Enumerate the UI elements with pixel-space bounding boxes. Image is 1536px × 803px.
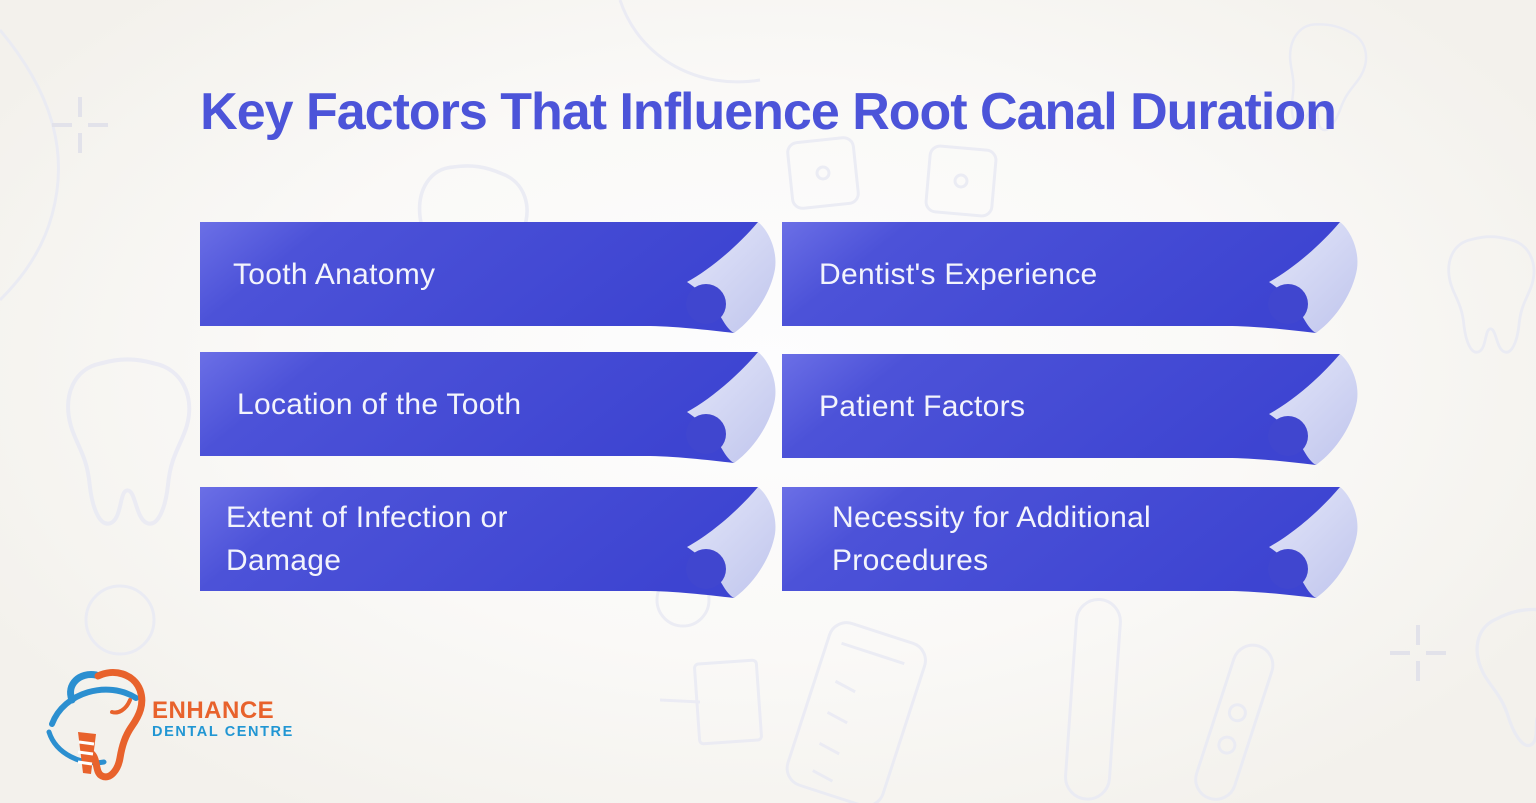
pattern-square (693, 658, 763, 746)
logo-tagline-text: DENTAL CENTRE (152, 724, 294, 740)
factor-label: Extent of Infection or (226, 501, 508, 534)
page-curl-fold (687, 487, 776, 598)
factor-label-line2: Procedures (832, 544, 989, 577)
factor-label: Location of the Tooth (237, 387, 522, 421)
factor-label-line2: Damage (226, 544, 342, 577)
factor-label: Patient Factors (819, 389, 1026, 423)
page-curl-fold (1269, 487, 1358, 598)
factor-banner-additional-procedures: Necessity for Additional Procedures (782, 485, 1362, 605)
pattern-toothbrush (1064, 597, 1122, 801)
page-curl-roll (686, 414, 726, 454)
pattern-clipboard (785, 621, 927, 803)
ribbon-shape (782, 354, 1358, 465)
factor-banner-tooth-anatomy: Tooth Anatomy (200, 220, 780, 340)
pattern-dot (815, 165, 831, 181)
factor-banner-dentists-experience: Dentist's Experience (782, 220, 1362, 340)
pattern-plus-icon (1390, 625, 1446, 681)
pattern-toothbrush (1194, 643, 1275, 801)
page-curl-roll (1268, 549, 1308, 589)
enhance-dental-centre-logo: ENHANCE DENTAL CENTRE (42, 664, 322, 794)
factor-label: Necessity for Additional (832, 501, 1152, 534)
pattern-curve (618, 0, 761, 84)
page-curl-roll (686, 549, 726, 589)
pattern-braces-bracket (786, 136, 860, 210)
pattern-tooth-icon (1447, 235, 1536, 354)
factor-label: Tooth Anatomy (233, 257, 436, 291)
ribbon-shape (782, 487, 1358, 598)
page-curl-fold (687, 352, 776, 463)
pattern-tooth-icon (68, 359, 189, 523)
page-curl-fold (1269, 222, 1358, 333)
page-curl-fold (687, 222, 776, 333)
page-curl-roll (1268, 416, 1308, 456)
page-curl-roll (1268, 284, 1308, 324)
page-curl-roll (686, 284, 726, 324)
pattern-circle (84, 584, 156, 656)
factor-label: Dentist's Experience (819, 257, 1098, 291)
ribbon-shape (200, 352, 776, 463)
factor-banner-location-of-tooth: Location of the Tooth (200, 350, 780, 470)
page-title: Key Factors That Influence Root Canal Du… (200, 83, 1337, 141)
pattern-curve (0, 29, 60, 302)
factor-banner-patient-factors: Patient Factors (782, 352, 1362, 472)
pattern-tooth-icon (1468, 598, 1536, 754)
ribbon-shape (200, 487, 776, 598)
pattern-dot (953, 173, 969, 189)
page-curl-fold (1269, 354, 1358, 465)
factor-banner-extent-of-infection: Extent of Infection or Damage (200, 485, 780, 605)
pattern-braces-bracket (924, 144, 998, 218)
tooth-implant-logo-icon (46, 669, 146, 781)
ribbon-shape (782, 222, 1358, 333)
pattern-line (659, 698, 701, 704)
logo-brand-text: ENHANCE (152, 697, 275, 724)
